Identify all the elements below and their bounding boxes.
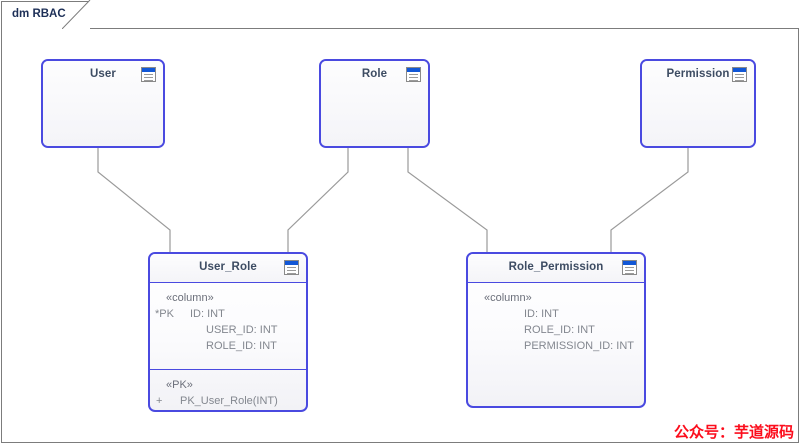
attribute-row[interactable]: ROLE_ID: INT: [468, 322, 644, 338]
table-icon: [284, 260, 299, 275]
table-icon-titlebar: [733, 68, 746, 72]
watermark-text: 公众号：芋道源码: [673, 423, 794, 441]
tab-slant-edge: [62, 0, 92, 29]
table-icon-line: [735, 77, 744, 78]
operation-visibility: +: [156, 395, 163, 407]
class-node-user-header: User: [43, 61, 163, 146]
table-icon-line: [625, 270, 634, 271]
stereotype-label: «column»: [166, 292, 214, 304]
attribute-text: ROLE_ID: INT: [524, 324, 595, 336]
column-compartment: «column» *PK ID: INT USER_ID: INT ROLE_I…: [150, 283, 306, 369]
class-node-user[interactable]: User: [41, 59, 165, 148]
table-icon-line: [144, 77, 153, 78]
class-node-permission-title: Permission: [666, 68, 730, 80]
attribute-row[interactable]: USER_ID: INT: [150, 322, 306, 338]
class-node-role-permission[interactable]: Role_Permission «column» ID: INT ROLE_ID…: [466, 252, 646, 408]
table-icon: [406, 67, 421, 82]
class-node-user-role[interactable]: User_Role «column» *PK ID: INT USER_ID: …: [148, 252, 308, 412]
diagram-tab-label: dm RBAC: [12, 8, 66, 20]
table-icon-line: [144, 80, 153, 81]
class-node-role-permission-title: Role_Permission: [508, 261, 604, 273]
canvas-top-border: [90, 28, 799, 29]
class-node-role-permission-header: Role_Permission: [468, 254, 644, 283]
table-icon-line: [735, 80, 744, 81]
column-compartment: «column» ID: INT ROLE_ID: INT PERMISSION…: [468, 283, 644, 361]
table-icon-line: [735, 74, 744, 75]
pk-compartment: «PK» + PK_User_Role(INT): [150, 369, 306, 410]
table-icon: [622, 260, 637, 275]
table-icon: [141, 67, 156, 82]
table-icon-line: [287, 270, 296, 271]
class-node-role-title: Role: [361, 68, 388, 80]
table-icon-titlebar: [407, 68, 420, 72]
class-node-permission[interactable]: Permission: [640, 59, 756, 148]
table-icon-titlebar: [285, 261, 298, 265]
table-icon-line: [409, 77, 418, 78]
class-node-user-title: User: [90, 68, 116, 80]
attribute-row[interactable]: *PK ID: INT: [150, 306, 306, 322]
table-icon-line: [287, 267, 296, 268]
attribute-prefix: *PK: [155, 308, 174, 320]
class-node-role[interactable]: Role: [319, 59, 430, 148]
attribute-text: ROLE_ID: INT: [206, 340, 277, 352]
attribute-row[interactable]: ID: INT: [468, 306, 644, 322]
class-node-user-role-title: User_Role: [199, 261, 257, 273]
table-icon-line: [625, 267, 634, 268]
table-icon-line: [144, 74, 153, 75]
class-node-user-role-header: User_Role: [150, 254, 306, 283]
table-icon-titlebar: [623, 261, 636, 265]
class-node-permission-header: Permission: [642, 61, 754, 146]
stereotype-label: «PK»: [166, 379, 193, 391]
table-icon-line: [409, 74, 418, 75]
attribute-text: ID: INT: [524, 308, 559, 320]
table-icon-titlebar: [142, 68, 155, 72]
stereotype-label: «column»: [484, 292, 532, 304]
table-icon: [732, 67, 747, 82]
class-node-role-header: Role: [321, 61, 428, 146]
table-icon-line: [625, 273, 634, 274]
table-icon-line: [409, 80, 418, 81]
attribute-row[interactable]: ROLE_ID: INT: [150, 338, 306, 354]
attribute-text: ID: INT: [190, 308, 225, 320]
table-icon-line: [287, 273, 296, 274]
attribute-text: PERMISSION_ID: INT: [524, 340, 635, 352]
attribute-row[interactable]: PERMISSION_ID: INT: [468, 338, 644, 354]
operation-row[interactable]: + PK_User_Role(INT): [150, 393, 306, 410]
attribute-text: USER_ID: INT: [206, 324, 278, 336]
operation-text: PK_User_Role(INT): [180, 395, 278, 407]
